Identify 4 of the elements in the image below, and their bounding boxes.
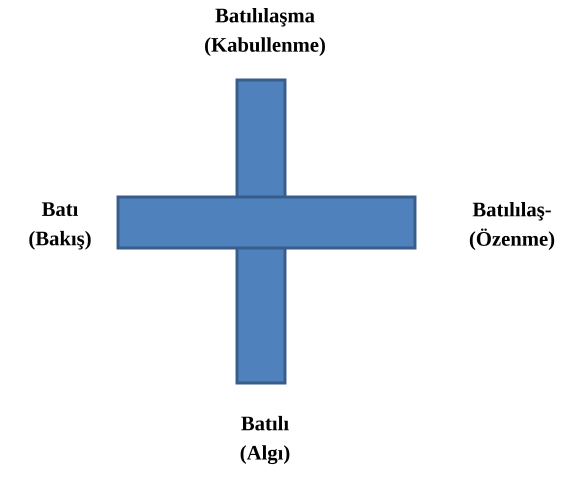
- direction-label: Batılılaşma (Kabullenme): [205, 8, 325, 56]
- direction-label: Batılı (Algı): [240, 416, 290, 464]
- direction-label: Batı (Bakış): [29, 202, 91, 250]
- direction-label: Batılılaş- (Özenme): [470, 202, 554, 250]
